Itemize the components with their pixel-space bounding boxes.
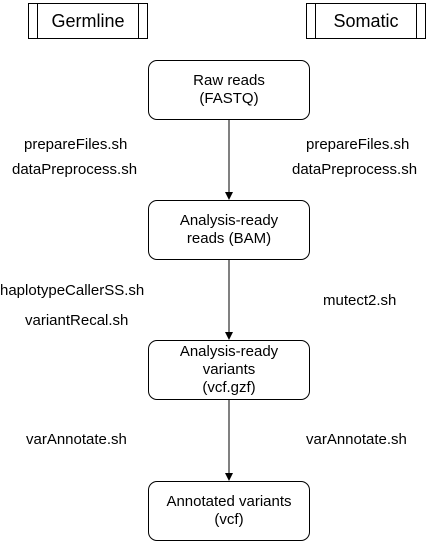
germline-step-1-script: dataPreprocess.sh bbox=[12, 161, 138, 178]
germline-step-2-script: variantRecal.sh bbox=[25, 312, 129, 329]
somatic-step-1-script: prepareFiles.sh bbox=[306, 136, 410, 153]
node-analysis-ready-variants-line: variants bbox=[202, 361, 256, 378]
somatic-header: Somatic bbox=[306, 3, 426, 39]
germline-header: Germline bbox=[28, 3, 148, 39]
node-raw-reads-line: (FASTQ) bbox=[199, 90, 259, 107]
node-analysis-ready-variants-line: (vcf.gzf) bbox=[202, 379, 256, 396]
germline-step-2-script: haplotypeCallerSS.sh bbox=[0, 282, 145, 299]
node-analysis-ready-variants-line: Analysis-ready bbox=[179, 343, 279, 360]
node-annotated-variants-line: Annotated variants bbox=[166, 493, 292, 510]
node-analysis-ready-reads-line: reads (BAM) bbox=[186, 230, 272, 247]
germline-step-3-script: varAnnotate.sh bbox=[26, 431, 127, 448]
node-annotated-variants: Annotated variants (vcf) bbox=[148, 481, 310, 541]
node-raw-reads-line: Raw reads bbox=[193, 72, 265, 89]
somatic-step-1-script: dataPreprocess.sh bbox=[292, 161, 418, 178]
germline-step-1-script: prepareFiles.sh bbox=[24, 136, 128, 153]
node-annotated-variants-line: (vcf) bbox=[214, 511, 244, 528]
somatic-step-3-script: varAnnotate.sh bbox=[306, 431, 407, 448]
node-raw-reads: Raw reads (FASTQ) bbox=[148, 60, 310, 120]
germline-header-label: Germline bbox=[51, 10, 125, 31]
node-analysis-ready-variants: Analysis-ready variants (vcf.gzf) bbox=[148, 340, 310, 400]
node-analysis-ready-reads-line: Analysis-ready bbox=[179, 212, 279, 229]
somatic-header-label: Somatic bbox=[333, 10, 399, 31]
node-analysis-ready-reads: Analysis-ready reads (BAM) bbox=[148, 200, 310, 260]
somatic-step-2-script: mutect2.sh bbox=[323, 292, 397, 309]
